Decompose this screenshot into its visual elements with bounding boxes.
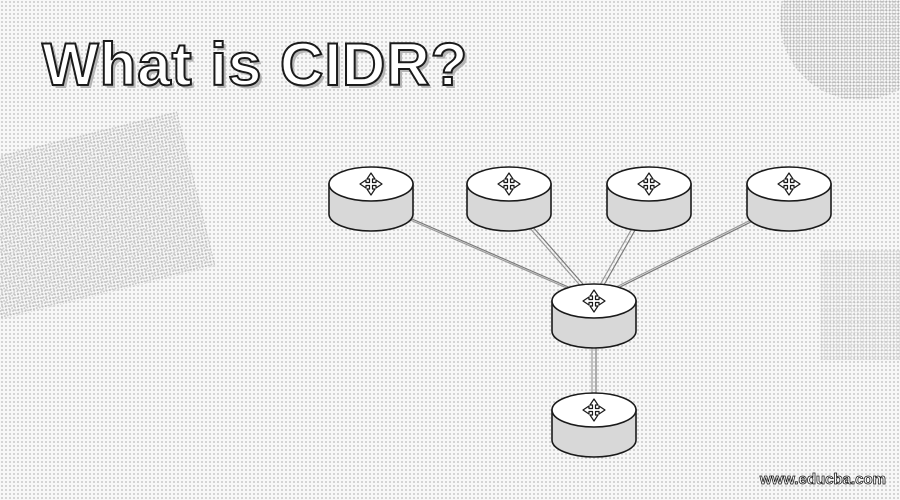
router-top-3 [606, 166, 692, 232]
router-top-4 [746, 166, 832, 232]
router-top-1 [328, 166, 414, 232]
routers-layer [328, 166, 832, 458]
router-top-2 [466, 166, 552, 232]
dotted-shade-right [820, 250, 900, 360]
page-title: What is CIDR? [41, 30, 469, 99]
router-hub [551, 283, 637, 349]
router-bottom [551, 392, 637, 458]
watermark-text: www.educba.com [759, 471, 886, 489]
